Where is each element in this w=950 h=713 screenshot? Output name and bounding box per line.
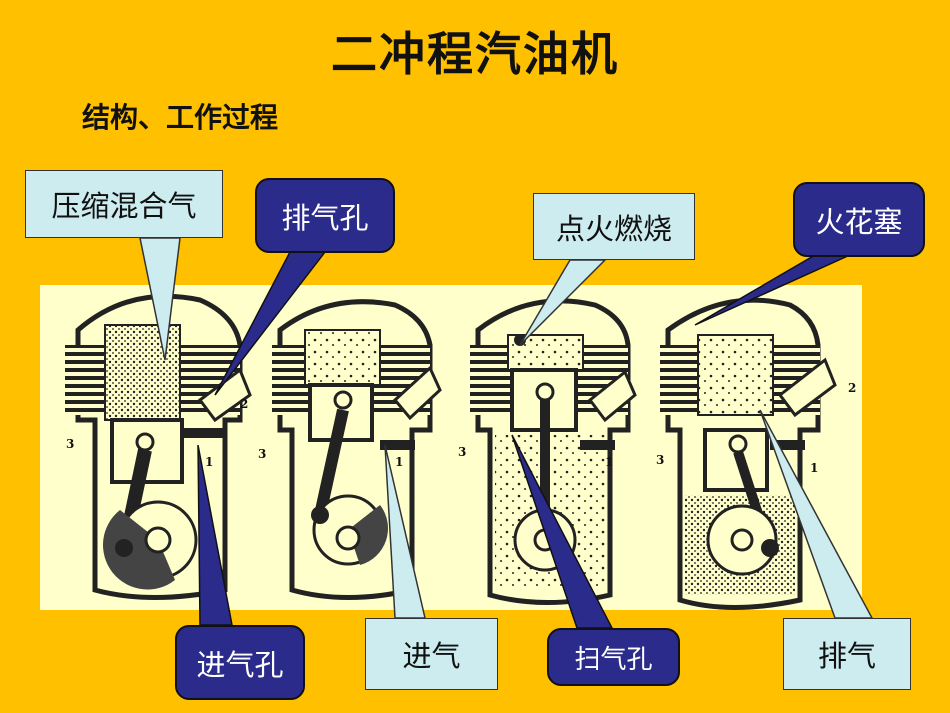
part-number-1: 1: [395, 455, 403, 469]
part-number-2: 2: [848, 381, 856, 395]
page-title: 二冲程汽油机: [331, 27, 619, 81]
part-number-3: 3: [458, 445, 466, 459]
page-subtitle: 结构、工作过程: [82, 101, 279, 134]
callout-intake: 进气: [365, 618, 498, 690]
callout-ignition-combustion: 点火燃烧: [533, 193, 695, 260]
part-number-3: 3: [66, 437, 74, 451]
callout-intake-port: 进气孔: [175, 625, 305, 700]
part-number-3: 3: [656, 453, 664, 467]
engine-stage-4: 2 1 3: [656, 297, 856, 610]
pointer-ignition: [519, 259, 607, 346]
part-number-1: 1: [605, 455, 613, 469]
callout-exhaust: 排气: [783, 618, 911, 690]
part-number-1: 1: [205, 455, 213, 469]
callout-exhaust-port: 排气孔: [255, 178, 395, 253]
part-number-3: 3: [258, 447, 266, 461]
callout-compressed-mixture: 压缩混合气: [25, 170, 223, 238]
part-number-1: 1: [810, 461, 818, 475]
part-number-2: 2: [240, 397, 248, 411]
callout-spark-plug: 火花塞: [793, 182, 925, 257]
engine-stage-2: 3 1: [258, 299, 442, 600]
engine-stage-3: 3 1: [458, 298, 637, 605]
callout-scavenge-port: 扫气孔: [547, 628, 680, 686]
engine-stage-1: 2 1 3: [65, 293, 252, 600]
pointer-compressed-mixture: [139, 237, 181, 361]
